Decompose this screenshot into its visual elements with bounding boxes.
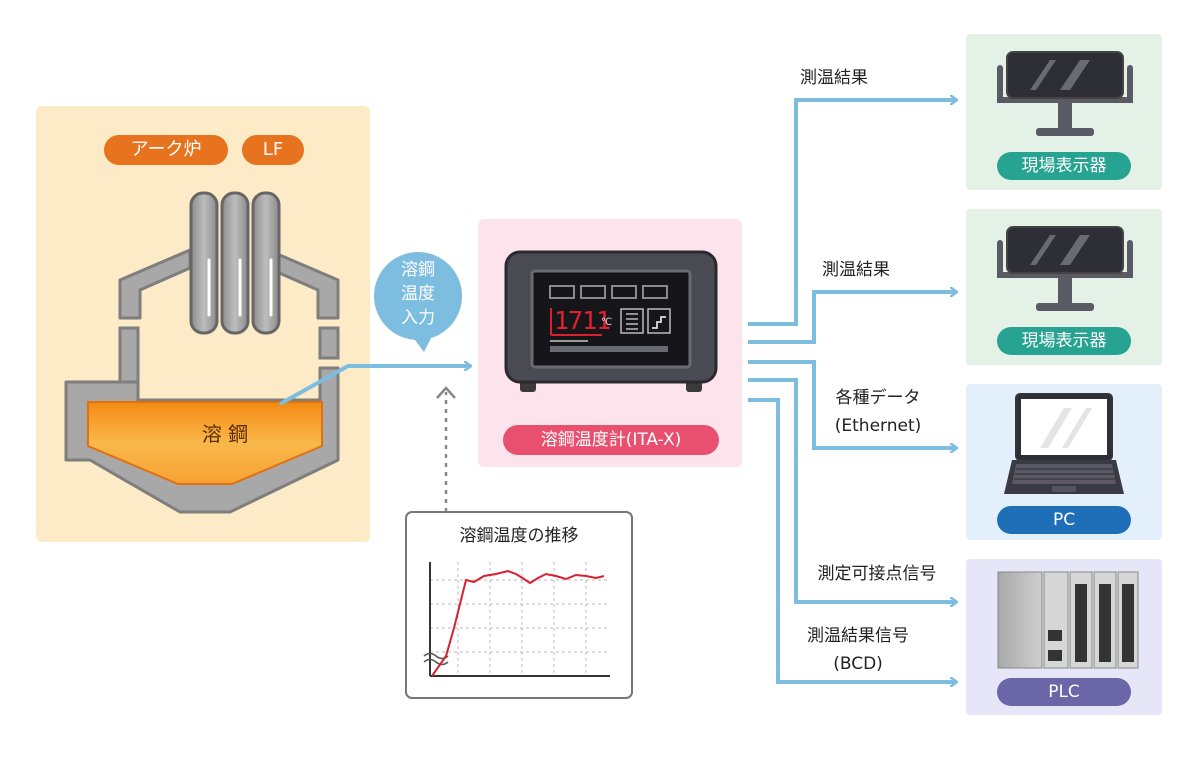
- temperature-input-bubble: [374, 252, 462, 352]
- bubble-line: 温度: [401, 284, 435, 304]
- field-display-monitor-icon: [997, 226, 1133, 311]
- electrodes: [189, 191, 281, 335]
- output-label-4: 測定可接点信号: [817, 564, 937, 584]
- output-label-1: 測温結果: [800, 68, 868, 88]
- device-temperature-unit: ℃: [601, 317, 613, 328]
- trend-title: 溶鋼温度の推移: [459, 526, 579, 546]
- target-label-pc: PC: [997, 506, 1131, 534]
- output-connectors: [748, 100, 956, 682]
- device-name-label: 溶鋼温度計(ITA-X): [503, 425, 719, 455]
- output-arrow-3: [748, 360, 956, 448]
- thermometer-device: [504, 250, 718, 392]
- plc-unit-icon: [997, 571, 1139, 669]
- field-display-monitor-icon: [997, 51, 1133, 136]
- device-temperature-reading: 1711: [554, 306, 611, 335]
- output-arrow-5: [748, 398, 956, 682]
- output-arrow-2: [748, 292, 956, 344]
- target-label-plc: PLC: [997, 678, 1131, 706]
- molten-steel-label: 溶 鋼: [201, 422, 249, 446]
- output-arrow-4: [748, 378, 956, 602]
- target-label-display-1: 現場表示器: [997, 152, 1131, 180]
- target-label-display-2: 現場表示器: [997, 327, 1131, 355]
- furnace-vessel: [64, 326, 340, 514]
- trend-link-arrowhead: [436, 386, 456, 399]
- trend-card: [405, 511, 633, 699]
- output-label-3-line1: 各種データ: [835, 388, 921, 408]
- input-arrow: [279, 366, 470, 406]
- temperature-input-text: 溶鋼 温度 入力: [388, 258, 448, 330]
- laptop-icon: [1004, 393, 1124, 494]
- output-label-5-line2: (BCD): [833, 654, 883, 674]
- output-arrow-1: [748, 100, 956, 326]
- furnace-tag-arc: アーク炉: [104, 135, 228, 165]
- bubble-line: 入力: [401, 308, 435, 328]
- output-label-2: 測温結果: [822, 260, 890, 280]
- output-label-3-line2: (Ethernet): [834, 416, 922, 436]
- furnace-tag-lf: LF: [242, 135, 304, 165]
- output-label-5-line1: 測温結果信号: [807, 626, 909, 646]
- bubble-line: 溶鋼: [401, 260, 435, 280]
